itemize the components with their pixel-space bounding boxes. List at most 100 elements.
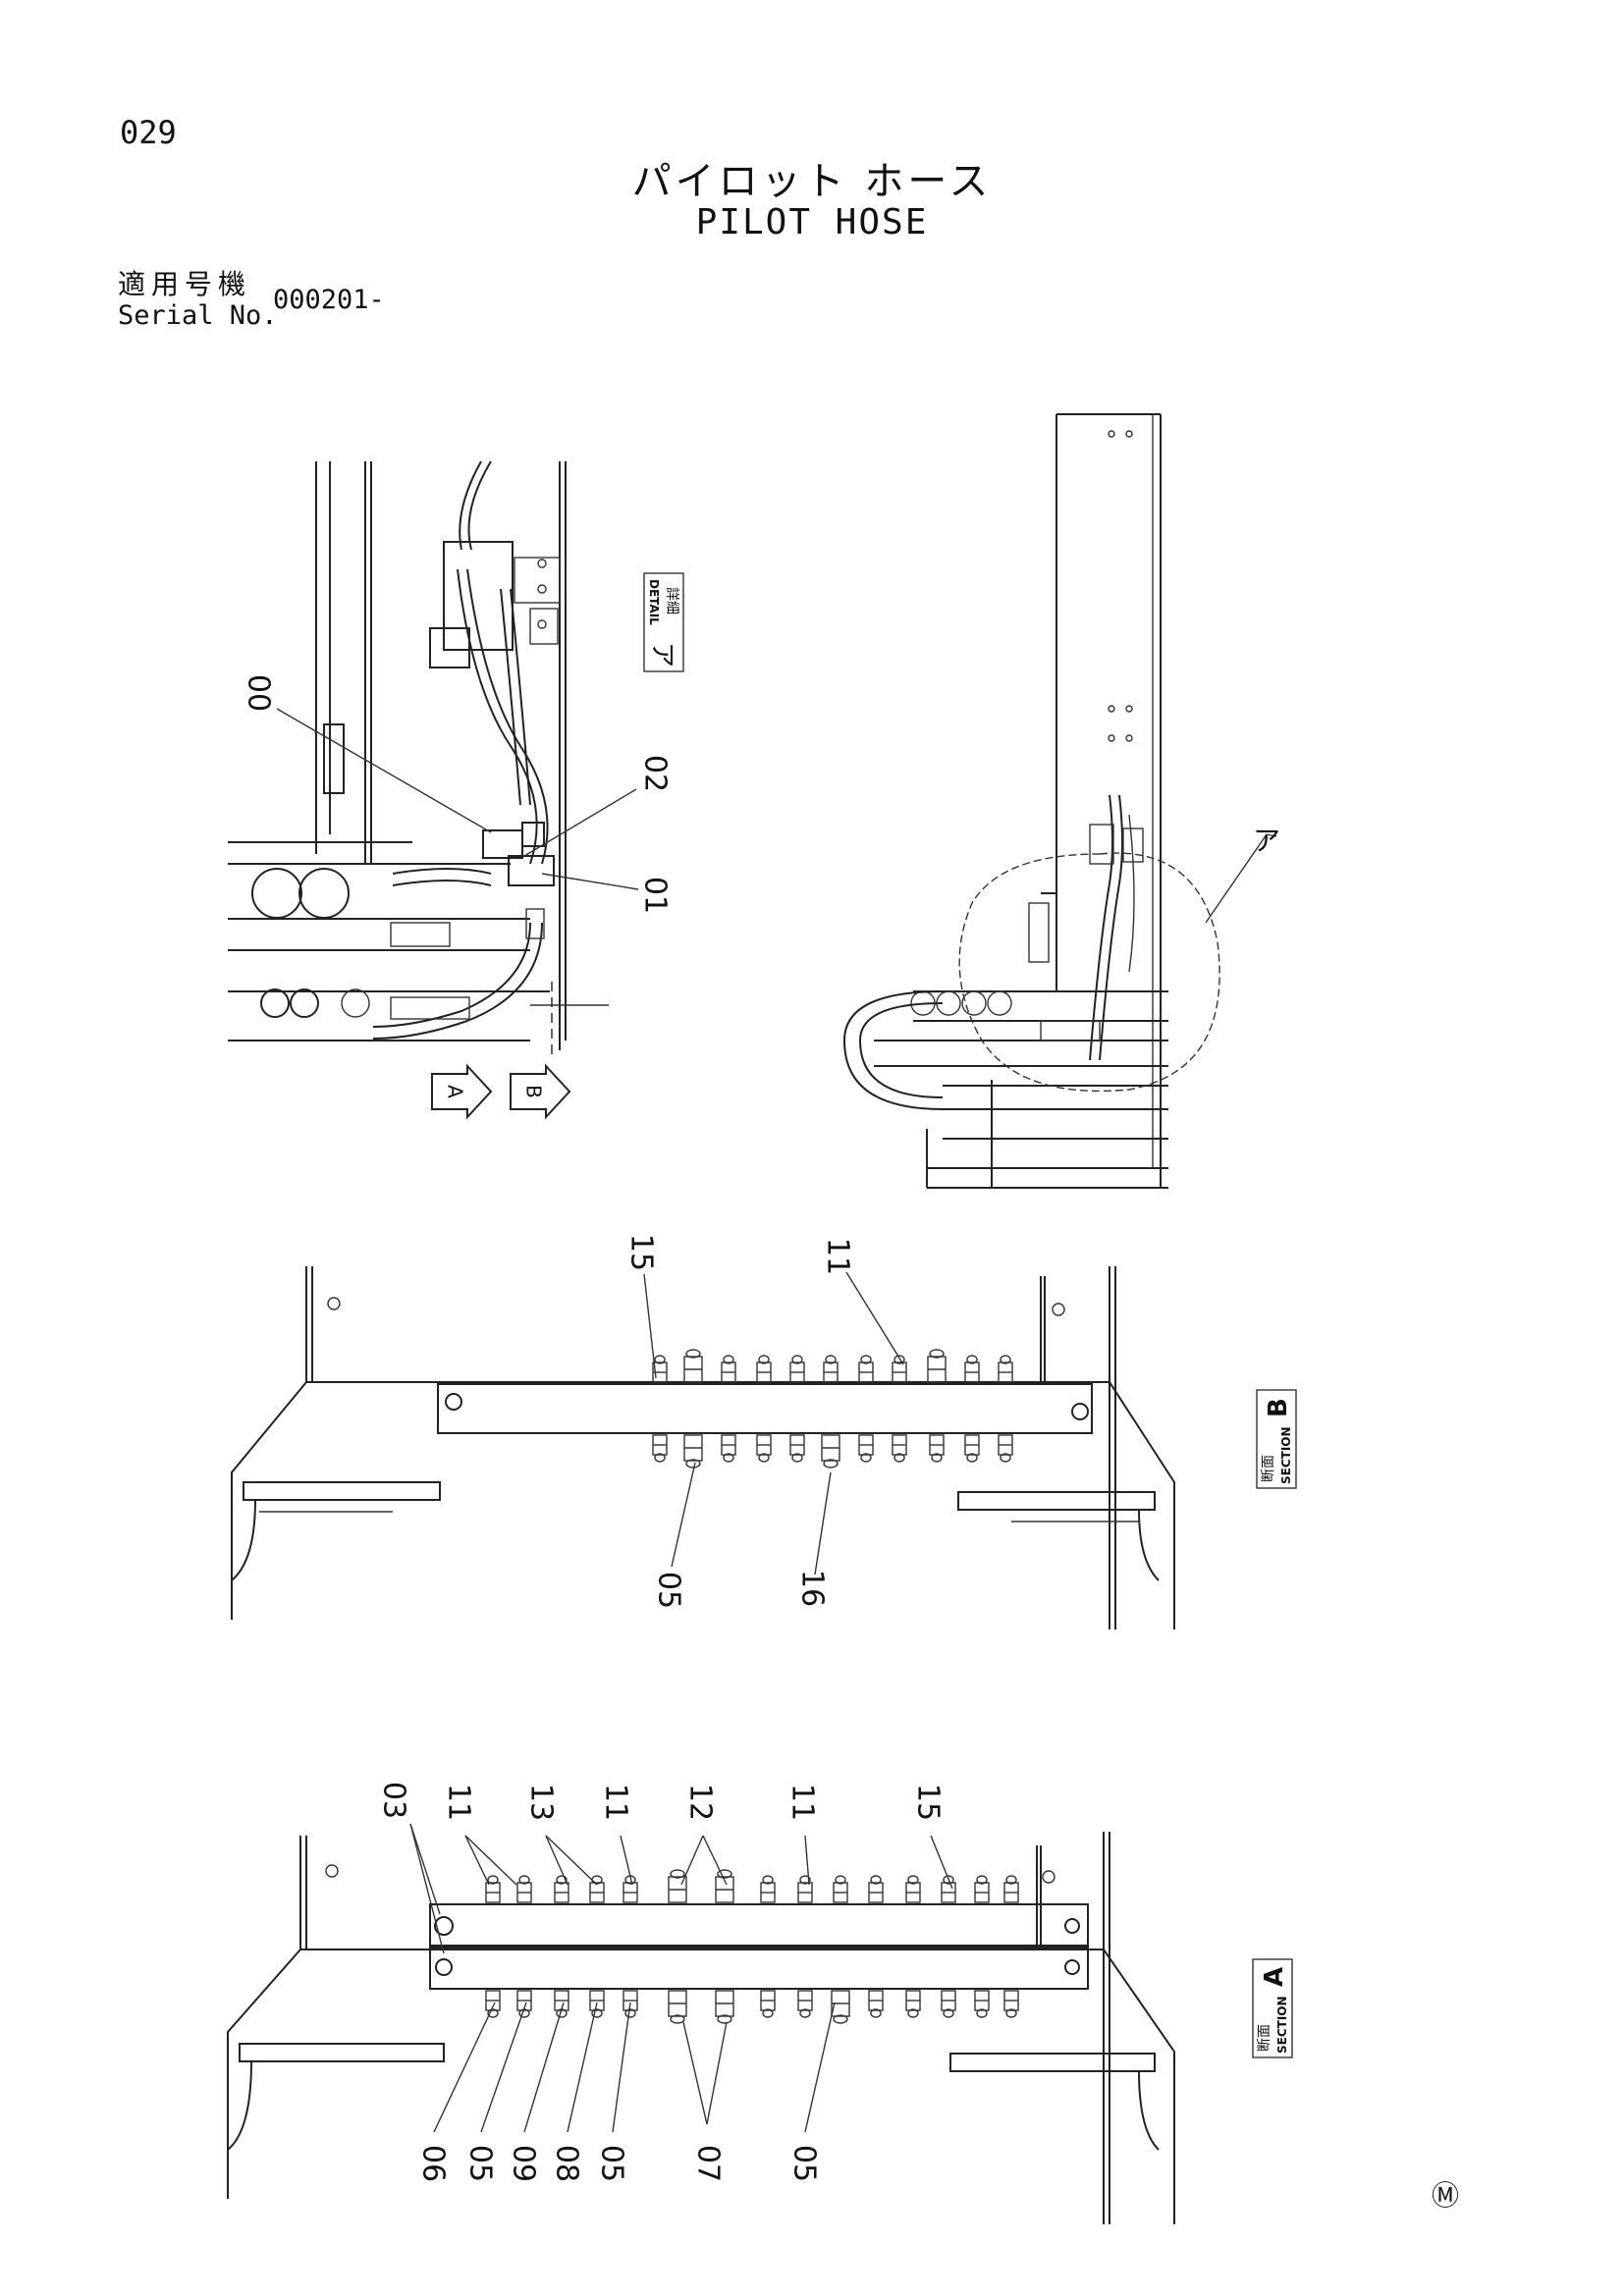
hose-fitting bbox=[833, 1875, 848, 1903]
section-a-tag-japanese: 断面 bbox=[1257, 2024, 1272, 2052]
callout-12-section-a: 12 bbox=[683, 1784, 718, 1821]
hose-fitting bbox=[683, 1434, 703, 1468]
hose-fitting bbox=[623, 1990, 638, 2018]
hose-fitting bbox=[516, 1990, 532, 2018]
overview-view: ア bbox=[842, 413, 1280, 1189]
serial-label: Serial No. bbox=[118, 300, 278, 331]
section-a-fittings bbox=[485, 1869, 1019, 2024]
hose-fitting bbox=[1003, 1990, 1019, 2018]
section-arrow-b-label: B bbox=[522, 1085, 546, 1098]
hose-fitting bbox=[927, 1349, 947, 1383]
detail-view: A B 00 02 01 詳細 DETAIL ア bbox=[228, 460, 684, 1120]
section-b-fittings bbox=[652, 1349, 1013, 1468]
hose-fitting bbox=[715, 1990, 734, 2024]
hose-fitting bbox=[797, 1875, 813, 1903]
callout-15-section-a: 15 bbox=[911, 1784, 946, 1821]
callout-05-section-a-1: 05 bbox=[463, 2145, 498, 2182]
callout-05-section-a-3: 05 bbox=[787, 2145, 822, 2182]
hose-fitting bbox=[554, 1875, 569, 1903]
section-a-tag: 断面 SECTION A bbox=[1252, 1958, 1293, 2058]
hose-fitting bbox=[941, 1990, 956, 2018]
hose-fitting bbox=[858, 1355, 874, 1383]
callout-16-section-b: 16 bbox=[795, 1570, 830, 1607]
callout-11-section-a-2: 11 bbox=[599, 1784, 633, 1821]
section-b-tag-label: SECTION bbox=[1279, 1426, 1293, 1484]
page-title: PILOT HOSE bbox=[695, 202, 929, 242]
detail-reference-label: ア bbox=[1253, 825, 1280, 857]
callout-05-section-a-2: 05 bbox=[595, 2145, 629, 2182]
hose-fitting bbox=[974, 1875, 990, 1903]
section-b-tag-japanese: 断面 bbox=[1261, 1455, 1276, 1482]
callout-05-section-b: 05 bbox=[652, 1572, 686, 1609]
hose-fitting bbox=[974, 1990, 990, 2018]
hose-fitting bbox=[868, 1990, 884, 2018]
hose-fitting bbox=[858, 1434, 874, 1463]
hose-fitting bbox=[998, 1434, 1013, 1463]
callout-11-section-a-3: 11 bbox=[785, 1784, 820, 1821]
hose-fitting bbox=[831, 1990, 850, 2024]
page-title-japanese: パイロット ホース bbox=[631, 159, 993, 204]
hose-fitting bbox=[821, 1434, 840, 1468]
hose-fitting bbox=[554, 1990, 569, 2018]
section-a-tag-label: SECTION bbox=[1275, 1996, 1289, 2054]
hose-fitting bbox=[760, 1875, 776, 1903]
hose-fitting bbox=[668, 1990, 687, 2024]
callout-13-section-a: 13 bbox=[524, 1784, 559, 1821]
section-b-tag-letter: B bbox=[1264, 1398, 1293, 1417]
hose-fitting bbox=[668, 1869, 687, 1903]
hose-fitting bbox=[516, 1875, 532, 1903]
callout-11-section-b: 11 bbox=[821, 1238, 855, 1275]
hose-fitting bbox=[589, 1990, 605, 2018]
section-a-view: 03 11 13 11 12 11 15 06 05 09 08 05 07 0… bbox=[227, 1782, 1293, 2224]
hose-fitting bbox=[905, 1875, 921, 1903]
hose-fitting bbox=[683, 1349, 703, 1383]
section-b-view: 15 11 05 16 断面 SECTION B bbox=[231, 1234, 1297, 1629]
detail-tag-japanese: 詳細 bbox=[664, 587, 679, 614]
hose-fitting bbox=[941, 1875, 956, 1903]
callout-15-section-b: 15 bbox=[624, 1234, 659, 1271]
page-number: 029 bbox=[120, 114, 177, 151]
callout-07-section-a: 07 bbox=[691, 2145, 726, 2182]
hose-fitting bbox=[721, 1355, 736, 1383]
section-a-tag-letter: A bbox=[1260, 1967, 1289, 1987]
serial-number: 000201- bbox=[273, 285, 385, 315]
hose-fitting bbox=[797, 1990, 813, 2018]
hose-fitting bbox=[756, 1434, 772, 1463]
hose-fitting bbox=[721, 1434, 736, 1463]
callout-00: 00 bbox=[242, 674, 276, 712]
detail-tag-label: DETAIL bbox=[647, 579, 661, 625]
callout-08-section-a: 08 bbox=[550, 2145, 584, 2182]
manufacturer-mark: Ⓜ bbox=[1431, 2179, 1459, 2212]
detail-tag: 詳細 DETAIL ア bbox=[643, 572, 684, 672]
hose-fitting bbox=[892, 1355, 907, 1383]
hose-fitting bbox=[892, 1434, 907, 1463]
serial-label-japanese: 適用号機 bbox=[118, 268, 252, 300]
callout-06-section-a: 06 bbox=[416, 2145, 451, 2182]
hose-fitting bbox=[756, 1355, 772, 1383]
hose-fitting bbox=[823, 1355, 839, 1383]
hose-fitting bbox=[1003, 1875, 1019, 1903]
callout-11-section-a-1: 11 bbox=[442, 1784, 476, 1821]
hose-fitting bbox=[715, 1869, 734, 1903]
hose-fitting bbox=[868, 1875, 884, 1903]
hose-fitting bbox=[905, 1990, 921, 2018]
callout-09-section-a: 09 bbox=[507, 2145, 541, 2182]
section-b-tag: 断面 SECTION B bbox=[1256, 1389, 1297, 1489]
hose-fitting bbox=[929, 1434, 945, 1463]
hose-fitting bbox=[789, 1355, 805, 1383]
section-arrow-a-label: A bbox=[444, 1085, 467, 1098]
hose-fitting bbox=[485, 1875, 501, 1903]
callout-01: 01 bbox=[638, 877, 673, 914]
callout-02: 02 bbox=[638, 755, 673, 792]
hose-fitting bbox=[789, 1434, 805, 1463]
hose-fitting bbox=[485, 1990, 501, 2018]
hose-fitting bbox=[964, 1434, 980, 1463]
hose-fitting bbox=[760, 1990, 776, 2018]
hose-fitting bbox=[589, 1875, 605, 1903]
callout-03-section-a: 03 bbox=[377, 1782, 411, 1819]
hose-fitting bbox=[998, 1355, 1013, 1383]
hose-fitting bbox=[964, 1355, 980, 1383]
detail-tag-letter: ア bbox=[647, 642, 677, 667]
hose-fitting bbox=[623, 1875, 638, 1903]
